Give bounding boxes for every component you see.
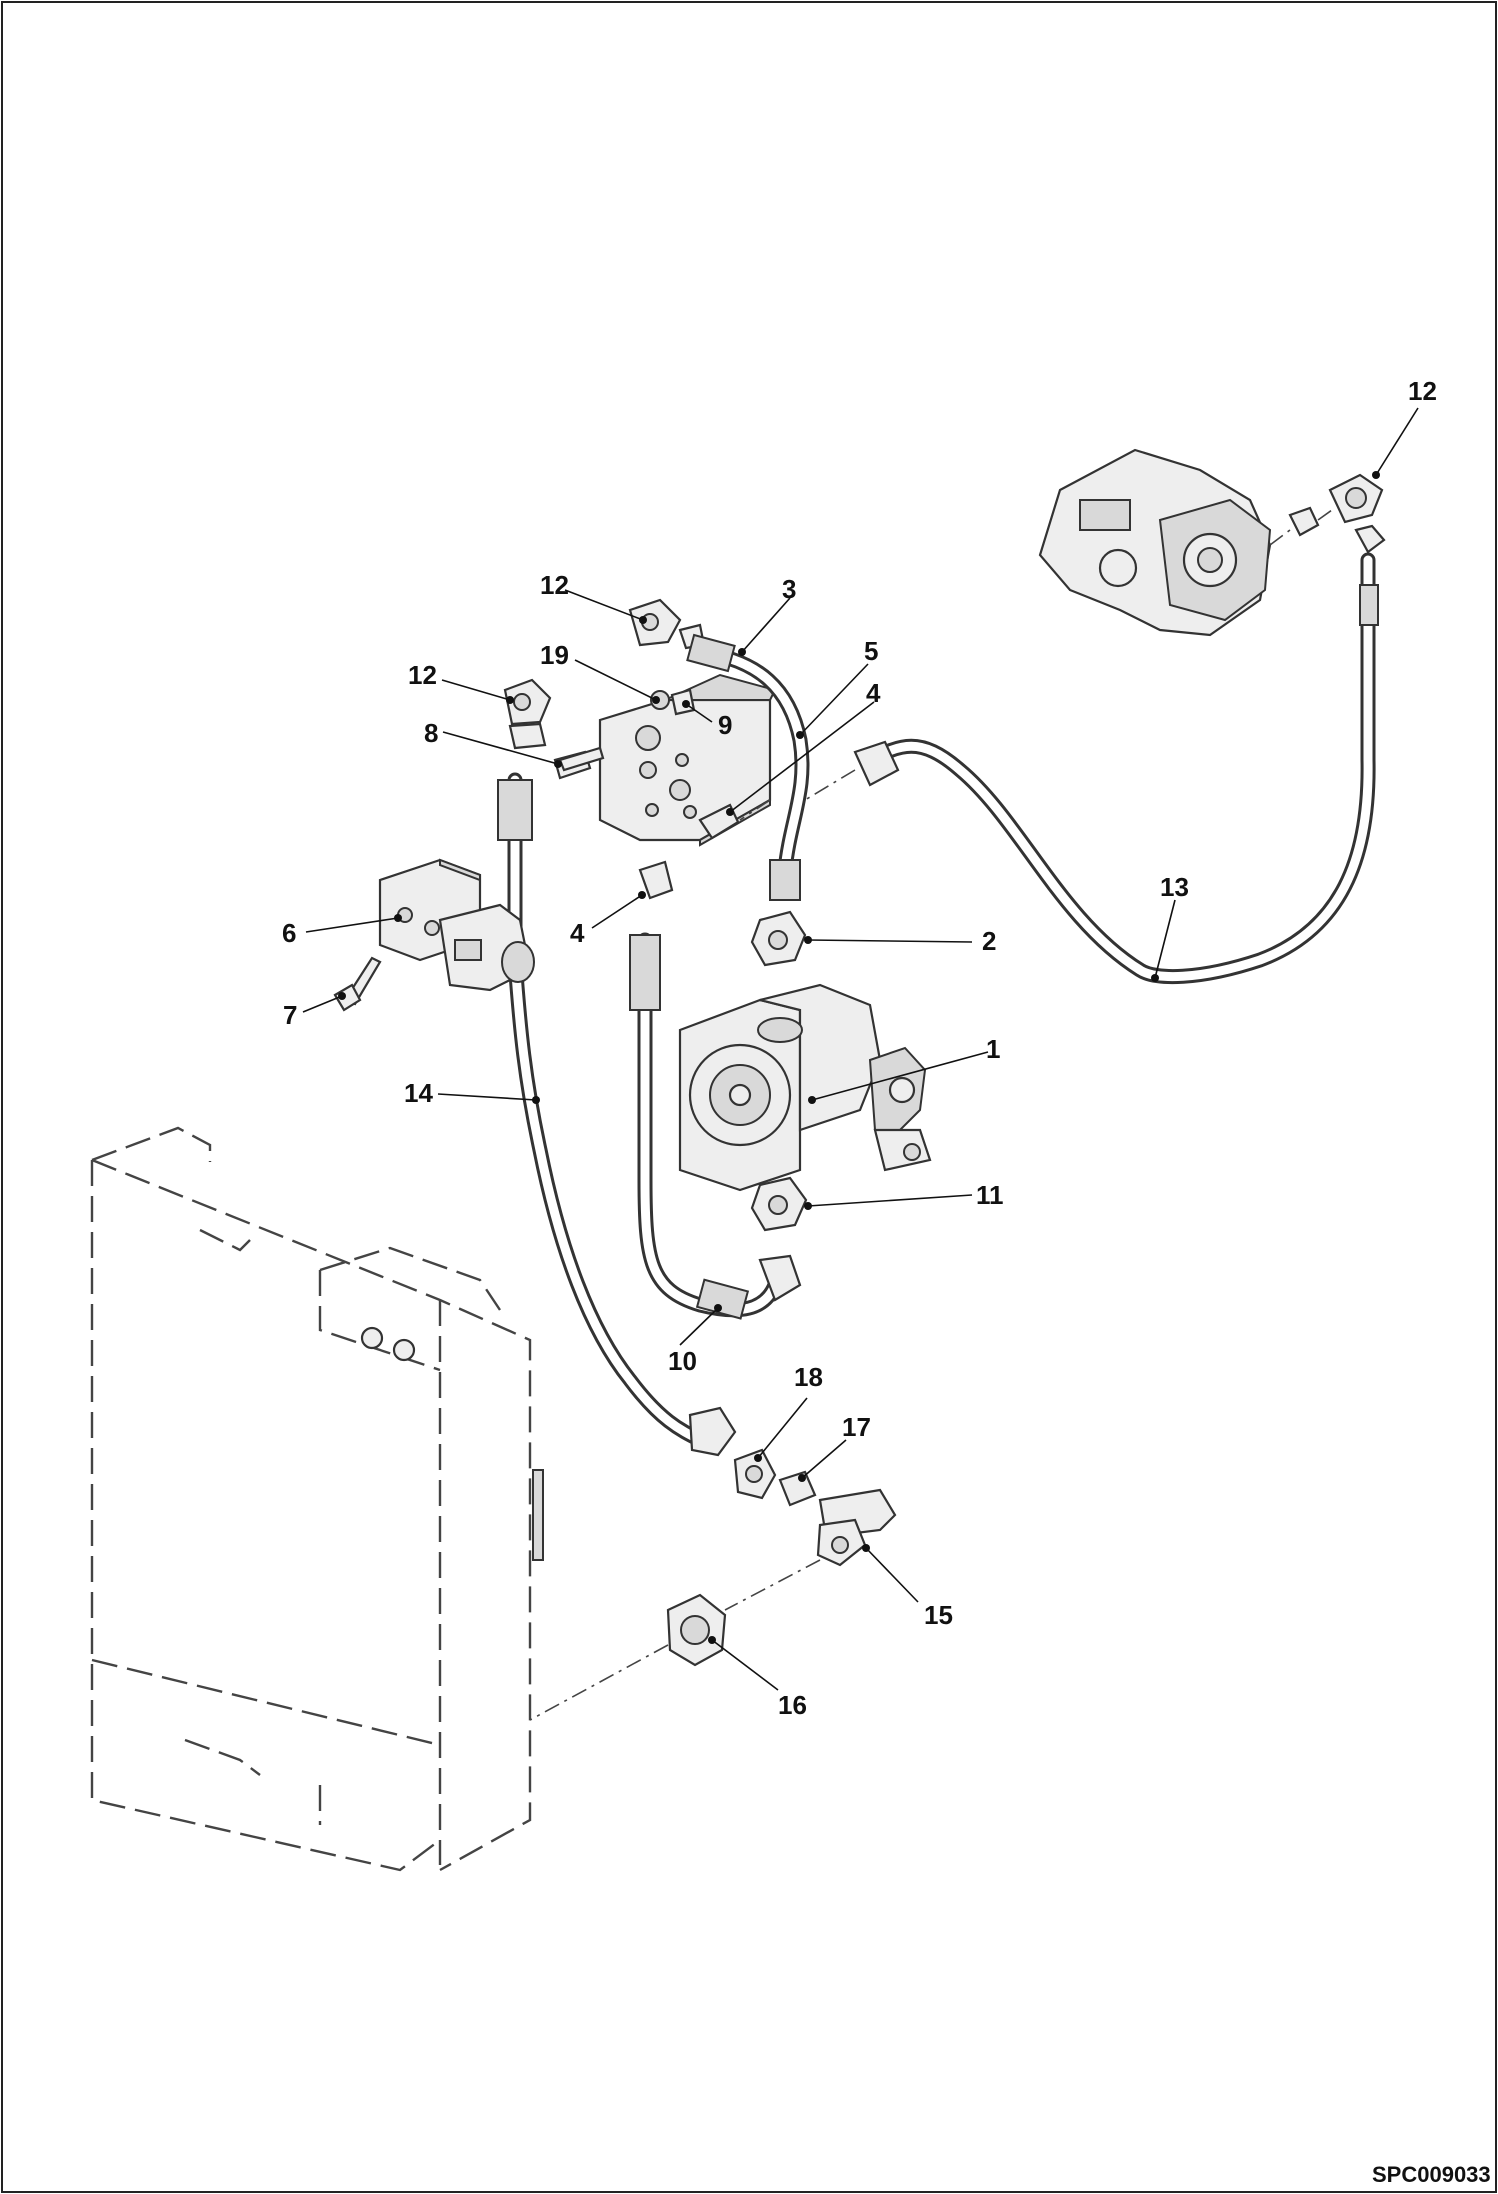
callout-12-pump: 12 (1408, 376, 1437, 406)
fitting-11 (750, 1176, 808, 1232)
callout-7: 7 (283, 1000, 297, 1030)
callout-3: 3 (782, 574, 796, 604)
elbow-fitting-pump (1328, 473, 1386, 554)
callout-9: 9 (718, 710, 732, 740)
callout-6: 6 (282, 918, 296, 948)
callout-11: 11 (976, 1180, 1004, 1210)
elbow-fitting-block-left (503, 678, 552, 750)
callout-8: 8 (424, 718, 438, 748)
callout-12-block-left: 12 (408, 660, 437, 690)
fitting-16 (666, 1593, 727, 1667)
callout-17: 17 (842, 1412, 871, 1442)
callout-4-lower: 4 (570, 918, 585, 948)
motor-1 (678, 983, 932, 1192)
callout-16: 16 (778, 1690, 807, 1720)
fitting-18 (733, 1448, 777, 1500)
callout-1: 1 (986, 1034, 1000, 1064)
hose-3-5 (686, 633, 810, 901)
callout-19: 19 (540, 640, 569, 670)
hose-14 (497, 772, 737, 1457)
leader-dots (338, 471, 1380, 1644)
callout-4-upper: 4 (866, 678, 881, 708)
callout-13: 13 (1160, 872, 1189, 902)
callout-15: 15 (924, 1600, 953, 1630)
solenoid-valve-6 (378, 858, 535, 992)
callout-14: 14 (404, 1078, 433, 1108)
drawing-code: SPC009033 (1372, 2162, 1491, 2187)
bolt-8 (558, 746, 605, 772)
callout-12-block-top: 12 (540, 570, 569, 600)
fitting-2 (750, 910, 807, 967)
hose-10 (629, 932, 802, 1320)
fitting-15 (816, 1488, 897, 1567)
centerline-16-cooler (529, 1644, 669, 1721)
callout-10: 10 (668, 1346, 697, 1376)
leader-lines (302, 407, 1419, 1691)
callout-18: 18 (794, 1362, 823, 1392)
callout-5: 5 (864, 636, 878, 666)
pump-assembly-ghost (1038, 448, 1333, 637)
fitting-17 (778, 1470, 817, 1507)
hose-13 (804, 552, 1379, 985)
oil-cooler-outline (90, 1126, 544, 1872)
bolt-7 (333, 956, 382, 1012)
callout-2: 2 (982, 926, 996, 956)
centerline-15-16 (724, 1559, 821, 1611)
